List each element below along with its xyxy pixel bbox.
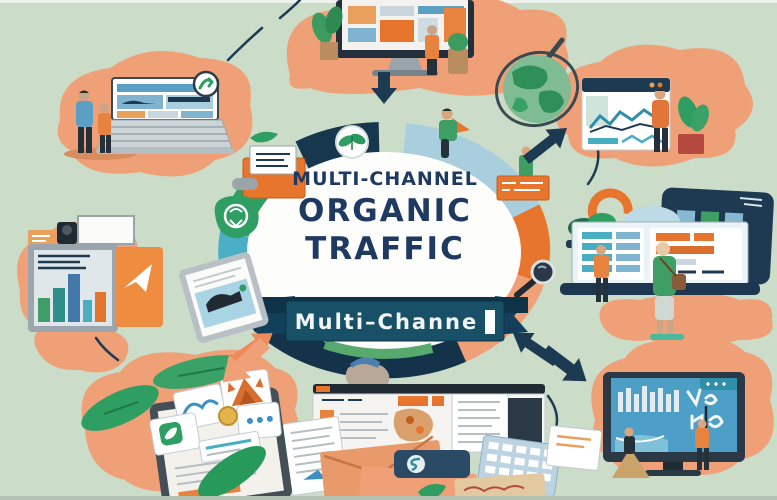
scene-bottom-center	[282, 357, 603, 500]
banner-ribbon	[254, 296, 528, 342]
coin-icon	[218, 406, 238, 426]
white-box	[545, 425, 603, 471]
white-bars	[618, 386, 679, 412]
adult-shopper	[650, 242, 686, 340]
camera-object	[57, 222, 77, 244]
bar-chart	[38, 274, 106, 322]
plant-right-pot	[448, 33, 468, 74]
dashboard-left-list	[578, 228, 644, 280]
card-leaf-app	[149, 412, 201, 456]
scene-right-middle	[560, 187, 774, 340]
recycle-leaf-icon	[214, 195, 259, 239]
ring-inner-green-arc	[323, 339, 434, 359]
person-analyst	[652, 88, 669, 152]
rocket-folder	[115, 247, 163, 327]
card-dots	[236, 401, 282, 441]
leaves	[81, 355, 266, 499]
question-arrow-badge-icon	[192, 70, 220, 98]
person-orange-small	[98, 103, 111, 153]
scene-bottom-left	[81, 355, 292, 500]
blob-right-middle	[599, 292, 773, 346]
sitting-person	[439, 108, 470, 158]
decor-orange-c	[587, 188, 633, 225]
arrow-into-bottom-left-scene	[222, 337, 270, 383]
plant-left	[311, 6, 343, 60]
paper-plane-icon	[124, 264, 152, 292]
scene-top-left	[64, 70, 234, 160]
scene-top-right	[581, 77, 709, 154]
photo-tablet	[179, 252, 269, 343]
bottom-edge-strip	[0, 496, 777, 500]
arrow-down-into-circle	[371, 72, 397, 104]
navy-card-s-logo	[394, 450, 470, 478]
flow-arrows	[222, 72, 587, 383]
leaf-badge-icon	[335, 125, 369, 159]
ring-vignettes-left	[179, 131, 306, 343]
magnifier-icon	[514, 259, 556, 298]
plant-in-red-pot	[678, 96, 709, 154]
scene-top-center	[311, 0, 474, 76]
scribble-glyphs	[686, 388, 724, 430]
blob-left-lower	[34, 325, 129, 373]
map-graphic	[393, 408, 433, 442]
person-blue	[76, 90, 93, 153]
climber-right	[695, 406, 709, 470]
ribbon-main	[285, 300, 505, 342]
white-board	[77, 215, 135, 245]
climber-left	[612, 427, 650, 478]
arrow-up-right	[522, 127, 567, 164]
person-at-desk	[425, 25, 439, 75]
arrow-into-bottom-right-scene	[541, 345, 587, 382]
kid-orange	[594, 245, 609, 302]
mini-laptop-box	[232, 131, 306, 199]
globe-magnifier-icon	[494, 37, 580, 128]
scene-left-middle	[28, 215, 163, 332]
scene-bottom-right	[603, 372, 745, 478]
orange-mini-box	[28, 230, 56, 246]
